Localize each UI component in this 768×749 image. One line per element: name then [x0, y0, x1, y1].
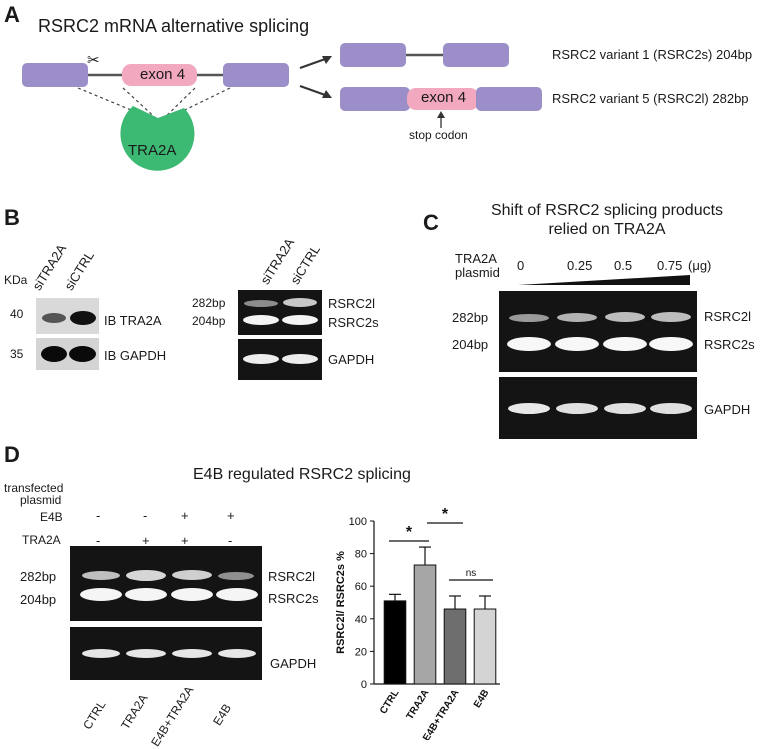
- y-tick-label-1: 20: [355, 646, 367, 658]
- y-tick-label-0: 0: [361, 679, 367, 691]
- dose-0: 0: [517, 258, 525, 273]
- c-gapdh: GAPDH: [704, 402, 751, 417]
- mw-40: 40: [10, 307, 24, 321]
- splicing-diagram: [22, 43, 542, 171]
- row-e4b: E4B: [40, 510, 63, 524]
- row-tra2a: TRA2A: [22, 533, 61, 547]
- lane-ctrl: CTRL: [80, 698, 109, 732]
- panel-a-letter: A: [4, 2, 20, 27]
- exon-4: [122, 64, 197, 86]
- dose-unit: (μg): [688, 258, 712, 273]
- variant1-exon-b: [443, 43, 509, 67]
- variant1-exon-a: [340, 43, 406, 67]
- ib-tra2a-label: IB TRA2A: [104, 313, 162, 328]
- tra2a-sign-1: -: [96, 533, 101, 548]
- sig-label-0: *: [406, 524, 413, 541]
- lane-tra2a: TRA2A: [118, 691, 151, 732]
- dose-wedge: [518, 275, 690, 285]
- tra2a-sign-2: +: [142, 533, 150, 548]
- b-rsrc2s: RSRC2s: [328, 315, 379, 330]
- scissors-icon: ✂: [87, 52, 100, 69]
- bar-e4b+tra2a: [443, 608, 467, 685]
- sig-label-1: *: [442, 506, 449, 523]
- panel-d-title: E4B regulated RSRC2 splicing: [193, 466, 411, 483]
- plasmid-label-2: plasmid: [455, 265, 500, 280]
- c-rsrc2l: RSRC2l: [704, 309, 751, 324]
- lane-e4b-tra2a: E4B+TRA2A: [148, 683, 197, 749]
- panel-c-title-1: Shift of RSRC2 splicing products: [490, 202, 724, 219]
- y-tick-label-5: 100: [349, 516, 367, 528]
- pcr-gel-c: [499, 291, 697, 372]
- tra2a-sign-4: -: [228, 533, 233, 548]
- dose-025: 0.25: [567, 258, 593, 273]
- b-282bp: 282bp: [192, 296, 226, 310]
- pcr-gel-b: [238, 290, 322, 335]
- d-gapdh: GAPDH: [270, 656, 317, 671]
- variant5-exon-a: [340, 87, 410, 111]
- kda-label: KDa: [4, 273, 28, 287]
- panel-a-title: RSRC2 mRNA alternative splicing: [38, 16, 310, 36]
- e4b-sign-4: +: [227, 508, 235, 523]
- dose-05: 0.5: [614, 258, 633, 273]
- exon-5: [223, 63, 289, 87]
- c-282bp: 282bp: [452, 310, 489, 325]
- x-tick-label-0: CTRL: [378, 688, 401, 716]
- b-gapdh: GAPDH: [328, 352, 375, 367]
- panel-c-title-2: relied on TRA2A: [548, 221, 666, 238]
- lane-e4b: E4B: [210, 701, 235, 728]
- e4b-sign-1: -: [96, 508, 101, 523]
- y-axis-label: RSRC2l/ RSRC2s %: [335, 551, 347, 654]
- panel-d-letter: D: [4, 442, 20, 467]
- e4b-sign-2: -: [143, 508, 148, 523]
- transfected-label-1: transfected: [4, 481, 64, 495]
- pcr-gel-c-gapdh: [499, 377, 697, 439]
- transfected-label-2: plasmid: [20, 493, 62, 507]
- variant5-exon-4: [407, 88, 479, 110]
- exon-3: [22, 63, 88, 87]
- variant1-label: RSRC2 variant 1 (RSRC2s) 204bp: [552, 47, 753, 62]
- plasmid-label-1: TRA2A: [455, 251, 497, 266]
- bar-ctrl: [383, 600, 407, 685]
- d-204bp: 204bp: [20, 592, 57, 607]
- d-282bp: 282bp: [20, 569, 57, 584]
- exon-4-label: exon 4: [140, 66, 186, 83]
- western-blot-tra2a: [36, 298, 99, 334]
- e4b-sign-3: +: [181, 508, 189, 523]
- y-tick-label-4: 80: [355, 549, 367, 561]
- c-rsrc2s: RSRC2s: [704, 337, 755, 352]
- x-tick-label-1: TRA2A: [405, 688, 432, 722]
- western-blot-gapdh: [36, 338, 99, 370]
- pcr-gel-b-gapdh: [238, 339, 322, 380]
- mw-35: 35: [10, 347, 24, 361]
- stop-codon-label: stop codon: [409, 128, 468, 142]
- dose-075: 0.75: [657, 258, 683, 273]
- pcr-gel-d: [70, 546, 262, 621]
- panel-c-letter: C: [423, 210, 439, 235]
- b-204bp: 204bp: [192, 314, 226, 328]
- tra2a-protein: [120, 106, 195, 171]
- d-rsrc2s: RSRC2s: [268, 591, 319, 606]
- lane-sictrl: siCTRL: [61, 248, 97, 293]
- panel-b-letter: B: [4, 205, 20, 230]
- b-rsrc2l: RSRC2l: [328, 296, 375, 311]
- y-tick-label-2: 40: [355, 614, 367, 626]
- variant5-exon-4-label: exon 4: [421, 89, 467, 106]
- x-tick-label-3: E4B: [472, 688, 492, 710]
- tra2a-label: TRA2A: [128, 142, 177, 159]
- ib-gapdh-label: IB GAPDH: [104, 348, 167, 363]
- y-tick-label-3: 60: [355, 581, 367, 593]
- variant5-label: RSRC2 variant 5 (RSRC2l) 282bp: [552, 91, 749, 106]
- d-rsrc2l: RSRC2l: [268, 569, 315, 584]
- bar-tra2a: [413, 564, 437, 685]
- tra2a-sign-3: +: [181, 533, 189, 548]
- variant5-exon-b: [476, 87, 542, 111]
- pcr-gel-d-gapdh: [70, 627, 262, 680]
- bar-e4b: [473, 608, 497, 685]
- c-204bp: 204bp: [452, 337, 489, 352]
- sig-label-2: ns: [466, 568, 477, 579]
